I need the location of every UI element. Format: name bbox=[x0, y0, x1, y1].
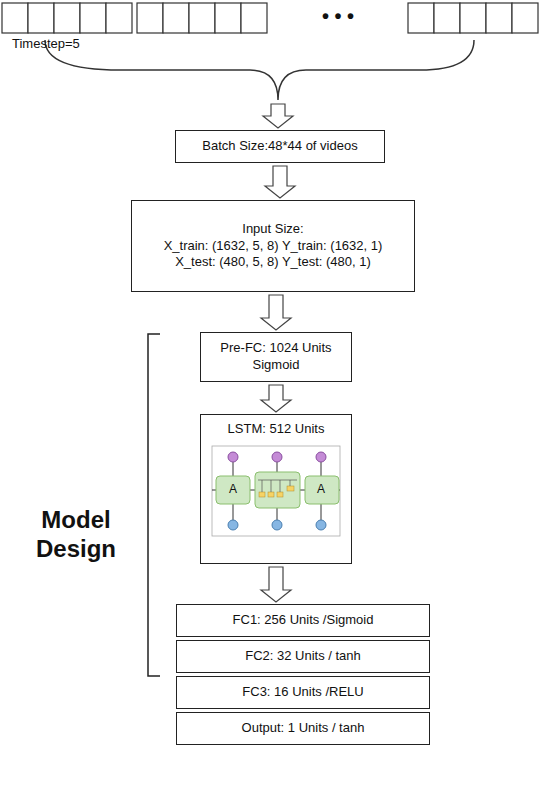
timestep-square bbox=[460, 3, 486, 33]
box-text: Input Size: bbox=[242, 221, 303, 238]
box-text: FC1: 256 Units /Sigmoid bbox=[233, 612, 374, 629]
box-text: Pre-FC: 1024 Units Sigmoid bbox=[209, 340, 343, 374]
timestep-square bbox=[215, 3, 241, 33]
block-arrow bbox=[261, 567, 291, 602]
timestep-square bbox=[163, 3, 189, 33]
cell-label: A bbox=[313, 482, 329, 496]
curly-brace bbox=[45, 40, 474, 100]
hollow-arrow bbox=[263, 104, 293, 128]
timestep-square bbox=[80, 3, 106, 33]
block-arrow bbox=[265, 166, 295, 198]
block-arrow bbox=[261, 295, 291, 330]
timestep-square bbox=[512, 3, 538, 33]
box-text: Batch Size:48*44 of videos bbox=[202, 138, 357, 155]
box-text: X_train: (1632, 5, 8) Y_train: (1632, 1) bbox=[164, 238, 383, 255]
timestep-squares bbox=[2, 3, 538, 33]
box-text: Output: 1 Units / tanh bbox=[242, 720, 365, 737]
layer-box: FC2: 32 Units / tanh bbox=[176, 640, 430, 673]
lstm-illustration bbox=[212, 446, 340, 536]
box-text: FC3: 16 Units /RELU bbox=[242, 684, 363, 701]
timestep-square bbox=[486, 3, 512, 33]
timestep-square bbox=[106, 3, 132, 33]
box-text: X_test: (480, 5, 8) Y_test: (480, 1) bbox=[175, 254, 371, 271]
layer-box: FC1: 256 Units /Sigmoid bbox=[176, 604, 430, 637]
timestep-square bbox=[189, 3, 215, 33]
timestep-square bbox=[434, 3, 460, 33]
layer-box: FC3: 16 Units /RELU bbox=[176, 676, 430, 709]
timestep-square bbox=[241, 3, 267, 33]
lstm-box: LSTM: 512 Units bbox=[200, 414, 352, 564]
batch-box: Batch Size:48*44 of videos bbox=[175, 130, 385, 163]
box-text: FC2: 32 Units / tanh bbox=[245, 648, 361, 665]
group-label: Model Design bbox=[14, 506, 138, 564]
cell-label: A bbox=[225, 482, 241, 496]
ellipsis: • • • bbox=[300, 4, 376, 28]
model-bracket bbox=[148, 334, 160, 676]
timestep-square bbox=[408, 3, 434, 33]
timestep-square bbox=[2, 3, 28, 33]
box-text: LSTM: 512 Units bbox=[228, 421, 325, 438]
timestep-square bbox=[28, 3, 54, 33]
output-box: Output: 1 Units / tanh bbox=[176, 712, 430, 745]
timestep-label: Timestep=5 bbox=[12, 36, 112, 52]
timestep-square bbox=[137, 3, 163, 33]
timestep-square bbox=[54, 3, 80, 33]
input-box: Input Size:X_train: (1632, 5, 8) Y_train… bbox=[131, 200, 415, 292]
block-arrow bbox=[261, 385, 291, 412]
layer-box: Pre-FC: 1024 Units Sigmoid bbox=[200, 332, 352, 382]
